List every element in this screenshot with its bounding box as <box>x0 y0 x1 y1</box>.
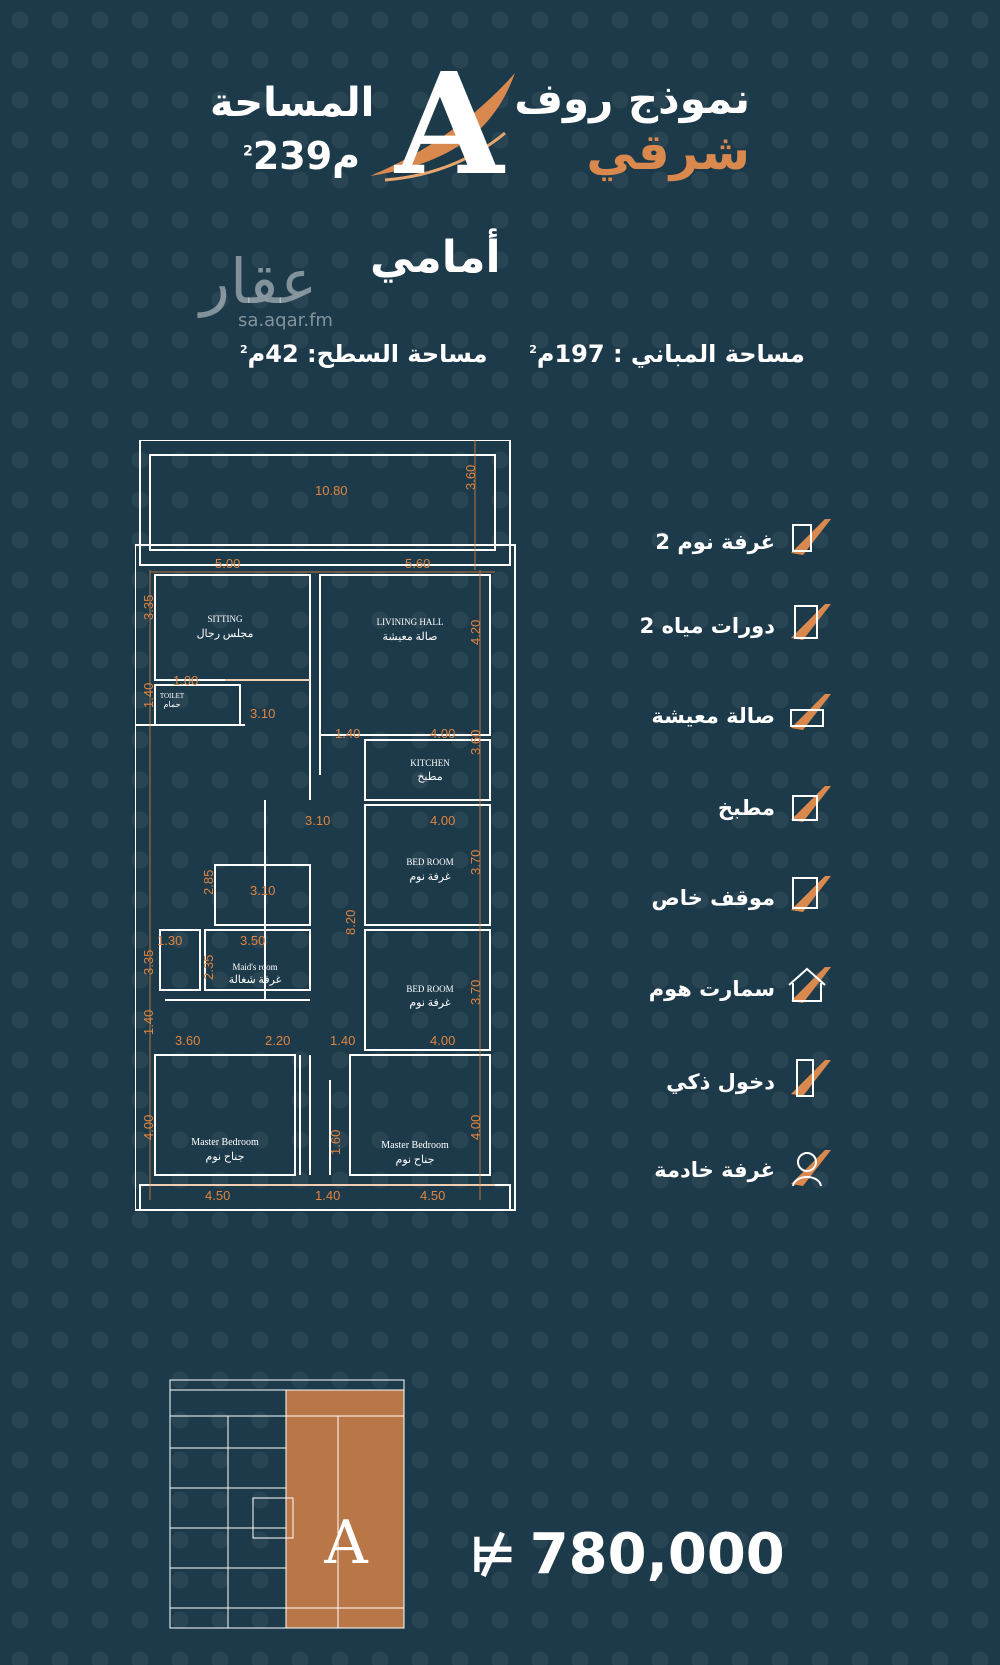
svg-text:4.00: 4.00 <box>468 1115 483 1140</box>
svg-text:1.40: 1.40 <box>141 1010 156 1035</box>
feature-item: مطبخ <box>717 796 775 820</box>
roof-area-value: 42م <box>247 340 299 368</box>
svg-text:2.20: 2.20 <box>265 1033 290 1048</box>
smart-home-icon <box>788 967 831 1003</box>
svg-text:5.60: 5.60 <box>405 556 430 571</box>
svg-text:4.00: 4.00 <box>430 726 455 741</box>
plan-room-labels: SITTING مجلس رجال LIVINING HALL صالة معي… <box>160 614 454 1166</box>
smart-entry-icon <box>791 1059 831 1097</box>
svg-text:3.60: 3.60 <box>175 1033 200 1048</box>
svg-text:3.70: 3.70 <box>468 980 483 1005</box>
svg-text:4.20: 4.20 <box>468 620 483 645</box>
feature-item: صالة معيشة <box>651 704 775 728</box>
bedroom-icon <box>791 519 831 555</box>
model-letter: A <box>395 43 504 207</box>
building-area-label: مساحة المباني : <box>612 340 805 368</box>
svg-text:3.60: 3.60 <box>463 465 478 490</box>
svg-text:1.00: 1.00 <box>173 673 198 688</box>
room-master1-en: Master Bedroom <box>191 1137 259 1148</box>
thumbnail-letter: A <box>323 1508 368 1578</box>
feature-item: سمارت هوم <box>648 977 775 1001</box>
watermark-url: sa.aqar.fm <box>238 310 333 331</box>
svg-text:3.35: 3.35 <box>141 595 156 620</box>
room-master1-ar: جناح نوم <box>206 1151 245 1163</box>
room-bed2-en: BED ROOM <box>406 984 453 994</box>
svg-text:3.10: 3.10 <box>250 706 275 721</box>
svg-text:1.40: 1.40 <box>330 1033 355 1048</box>
feature-item: موقف خاص <box>651 886 775 910</box>
area-details: مساحة المباني : 197م2 مساحة السطح: 42م2 <box>240 340 805 368</box>
roof-area-label: مساحة السطح: <box>307 340 488 368</box>
svg-text:3.50: 3.50 <box>240 933 265 948</box>
room-toilet-en: TOILET <box>160 692 185 700</box>
currency-symbol: ⊭ <box>470 1525 516 1584</box>
svg-text:1.40: 1.40 <box>315 1188 340 1203</box>
svg-text:1.40: 1.40 <box>335 726 360 741</box>
room-kitchen-ar: مطبخ <box>417 771 442 783</box>
watermark-text: عقار <box>200 245 318 318</box>
svg-text:4.50: 4.50 <box>205 1188 230 1203</box>
room-bed1-en: BED ROOM <box>406 857 453 867</box>
watermark: عقار sa.aqar.fm <box>200 245 333 331</box>
plan-dimensions: 10.80 3.60 5.00 5.60 3.35 4.20 1.00 1.40… <box>141 465 483 1203</box>
model-title: نموذج روف شرقي <box>514 78 750 185</box>
price: ⊭ 780,000 <box>470 1522 785 1587</box>
maid-icon <box>791 1150 831 1187</box>
svg-text:8.20: 8.20 <box>343 910 358 935</box>
room-living-ar: صالة معيشة <box>383 631 438 643</box>
svg-text:4.00: 4.00 <box>430 813 455 828</box>
svg-text:2.35: 2.35 <box>201 955 216 980</box>
swoosh-graphic <box>370 73 515 182</box>
svg-text:3.60: 3.60 <box>468 730 483 755</box>
room-maid-en: Maid's room <box>232 962 277 972</box>
room-sitting-ar: مجلس رجال <box>197 628 254 640</box>
room-bed2-ar: غرفة نوم <box>409 997 451 1009</box>
wc-icon <box>791 604 831 640</box>
area-value: 239م <box>252 134 360 178</box>
svg-text:3.10: 3.10 <box>305 813 330 828</box>
parking-icon <box>791 876 831 912</box>
svg-text:1.60: 1.60 <box>328 1130 343 1155</box>
position-label: أمامي <box>370 232 501 283</box>
svg-text:2.85: 2.85 <box>201 870 216 895</box>
room-maid-ar: غرفة شغالة <box>229 974 282 986</box>
floor-plan: 10.80 3.60 5.00 5.60 3.35 4.20 1.00 1.40… <box>135 440 516 1211</box>
feature-item: 2 غرفة نوم <box>655 530 775 554</box>
building-area-value: 197م <box>536 340 605 368</box>
room-bed1-ar: غرفة نوم <box>409 871 451 883</box>
svg-text:3.10: 3.10 <box>250 883 275 898</box>
feature-item: غرفة خادمة <box>654 1158 775 1182</box>
area-unit-sup: 2 <box>243 143 253 160</box>
room-toilet-ar: حمام <box>164 700 181 709</box>
svg-text:1.40: 1.40 <box>141 683 156 708</box>
area-label: المساحة <box>210 80 375 126</box>
svg-text:4.50: 4.50 <box>420 1188 445 1203</box>
svg-text:4.00: 4.00 <box>430 1033 455 1048</box>
svg-text:3.70: 3.70 <box>468 850 483 875</box>
svg-text:1.30: 1.30 <box>157 933 182 948</box>
feature-item: 2 دورات مياه <box>639 614 775 638</box>
building-thumbnail: A <box>169 1379 405 1629</box>
room-master2-ar: جناح نوم <box>396 1154 435 1166</box>
model-line: نموذج روف <box>514 74 750 123</box>
feature-item: دخول ذكي <box>666 1070 775 1094</box>
total-area: المساحة 2239م <box>210 80 375 178</box>
room-sitting-en: SITTING <box>208 614 243 624</box>
svg-text:10.80: 10.80 <box>315 483 348 498</box>
room-kitchen-en: KITCHEN <box>410 758 450 768</box>
living-room-icon <box>790 694 831 730</box>
svg-text:3.35: 3.35 <box>141 950 156 975</box>
room-living-en: LIVINING HALL <box>377 617 444 627</box>
price-value: 780,000 <box>529 1522 785 1587</box>
svg-text:5.00: 5.00 <box>215 556 240 571</box>
svg-text:4.00: 4.00 <box>141 1115 156 1140</box>
room-master2-en: Master Bedroom <box>381 1140 449 1151</box>
kitchen-icon <box>791 786 831 822</box>
direction-label: شرقي <box>586 123 750 181</box>
